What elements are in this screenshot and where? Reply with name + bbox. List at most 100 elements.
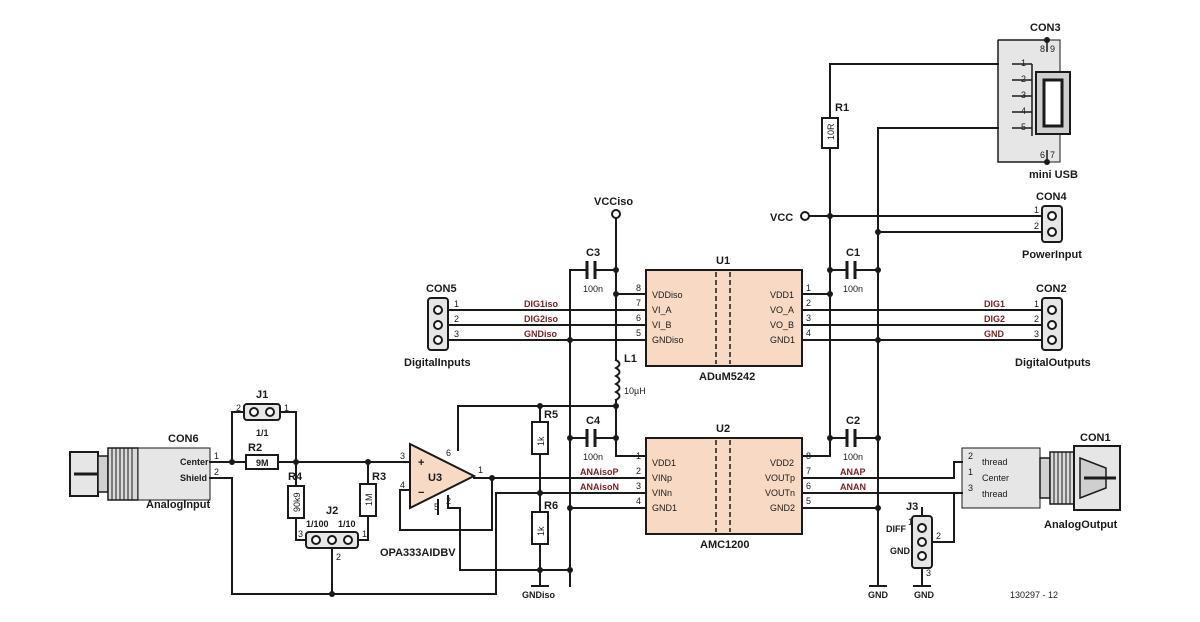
pin-number: 8 xyxy=(636,283,641,293)
pin-number: 1 xyxy=(454,299,459,309)
net-dig2: DIG2 xyxy=(984,314,1005,324)
pin-number: 6 xyxy=(446,448,451,458)
l1-label: L1 xyxy=(624,353,637,365)
con3-label: CON3 xyxy=(1030,22,1061,34)
c4-value: 100n xyxy=(583,452,603,462)
pin-number: 6 xyxy=(1040,150,1045,160)
c3-value: 100n xyxy=(583,284,603,294)
j2-ratio-2: 1/10 xyxy=(338,519,356,529)
pin-number: 4 xyxy=(806,328,811,338)
u3-opamp: + − U3 3 4 6 1 5 2 OPA333AIDBV xyxy=(380,442,483,559)
u2-pin-label: VINn xyxy=(652,488,672,498)
con2-digital-outputs: CON2 1 2 3 DigitalOutputs xyxy=(1015,283,1091,369)
u1-aduM5242: U1 ADuM5242 VDDiso VI_A VI_B GNDiso VDD1… xyxy=(636,255,811,383)
opamp-minus: − xyxy=(418,487,424,499)
pin-number: 4 xyxy=(400,480,405,490)
pin-number: 7 xyxy=(806,466,811,476)
pin-number: 3 xyxy=(636,481,641,491)
c1-label: C1 xyxy=(846,247,860,259)
j3-diff-label: DIFF xyxy=(886,524,906,534)
net-dig2iso: DIG2iso xyxy=(524,314,559,324)
u1-pin-label: VI_A xyxy=(652,305,672,315)
u1-pin-label: VI_B xyxy=(652,320,672,330)
c3-label: C3 xyxy=(586,247,600,259)
analog-output-label: AnalogOutput xyxy=(1044,519,1118,531)
pin-number: 2 xyxy=(968,451,973,461)
pin-number: 6 xyxy=(806,481,811,491)
r4-value: 90k9 xyxy=(292,492,302,512)
pin-number: 3 xyxy=(968,483,973,493)
con1-label: CON1 xyxy=(1080,432,1111,444)
pin-number: 1 xyxy=(908,517,913,527)
pin-number: 2 xyxy=(336,552,341,562)
con4-label: CON4 xyxy=(1036,191,1067,203)
r1-value: 10R xyxy=(826,123,836,140)
j2-label: J2 xyxy=(326,505,338,517)
pin-number: 1 xyxy=(284,403,289,413)
pin-number: 2 xyxy=(214,467,219,477)
pin-number: 1 xyxy=(636,451,641,461)
net-gnd: GND xyxy=(984,329,1005,339)
u2-pin-label: VINp xyxy=(652,473,672,483)
vcciso-label: VCCiso xyxy=(594,196,633,208)
u1-pin-label: VDDiso xyxy=(652,290,683,300)
pin-number: 1 xyxy=(1034,299,1039,309)
net-anap: ANAP xyxy=(840,467,866,477)
c4-label: C4 xyxy=(586,415,601,427)
j3-jumper: J3 DIFF GND 1 2 3 xyxy=(886,501,941,578)
r6-label: R6 xyxy=(544,500,558,512)
shield-label: Shield xyxy=(180,473,207,483)
u2-pin-label: GND2 xyxy=(770,503,795,513)
r6-value: 1k xyxy=(536,526,546,536)
gnd-label: GND xyxy=(914,590,935,600)
pin-number: 7 xyxy=(636,298,641,308)
pin-number: 3 xyxy=(1034,329,1039,339)
figure-code: 130297 - 12 xyxy=(1010,590,1058,600)
net-anaison: ANAisoN xyxy=(580,482,619,492)
pin-number: 1 xyxy=(362,529,367,539)
con5-digital-inputs: CON5 1 2 3 DigitalInputs xyxy=(404,283,471,369)
con5-label: CON5 xyxy=(426,283,457,295)
pin-number: 2 xyxy=(1034,221,1039,231)
r2-value: 9M xyxy=(256,458,269,468)
r1-label: R1 xyxy=(835,102,849,114)
pin-number: 2 xyxy=(936,531,941,541)
pin-number: 4 xyxy=(1021,106,1026,116)
u1-pin-label: VDD1 xyxy=(770,290,794,300)
pin-number: 9 xyxy=(1050,44,1055,54)
u1-pin-label: VO_B xyxy=(770,320,794,330)
thread-label: thread xyxy=(982,489,1008,499)
j1-jumper: J1 1/1 2 1 xyxy=(236,389,289,438)
l1-value: 10µH xyxy=(624,386,646,396)
pin-number: 3 xyxy=(298,529,303,539)
j3-gnd-label: GND xyxy=(890,546,911,556)
con6-analog-input: CON6 Center Shield 1 2 AnalogInput xyxy=(69,433,219,511)
u1-pin-label: VO_A xyxy=(770,305,794,315)
pin-number: 5 xyxy=(806,496,811,506)
c2-value: 100n xyxy=(843,452,863,462)
thread-label: thread xyxy=(982,457,1008,467)
pin-number: 2 xyxy=(236,403,241,413)
center-label: Center xyxy=(180,457,209,467)
con4-power-input: CON4 1 2 PowerInput xyxy=(1022,191,1082,261)
net-dig1: DIG1 xyxy=(984,299,1005,309)
pin-number: 8 xyxy=(1040,44,1045,54)
u3-part: OPA333AIDBV xyxy=(380,547,456,559)
u1-label: U1 xyxy=(716,255,730,267)
j2-ratio-1: 1/100 xyxy=(306,519,329,529)
u2-amc1200: U2 AMC1200 VDD1 VINp VINn GND1 VDD2 VOUT… xyxy=(636,423,811,551)
pin-number: 4 xyxy=(636,496,641,506)
c1-value: 100n xyxy=(843,284,863,294)
r3-label: R3 xyxy=(372,471,386,483)
u2-pin-label: VDD1 xyxy=(652,458,676,468)
pin-number: 5 xyxy=(1021,122,1026,132)
r3-value: 1M xyxy=(364,493,374,506)
pin-number: 3 xyxy=(806,313,811,323)
gndiso-label: GNDiso xyxy=(522,590,556,600)
pin-number: 3 xyxy=(454,329,459,339)
c2-label: C2 xyxy=(846,415,860,427)
pin-number: 5 xyxy=(434,502,439,512)
center-label: Center xyxy=(982,473,1009,483)
pin-number: 1 xyxy=(478,465,483,475)
